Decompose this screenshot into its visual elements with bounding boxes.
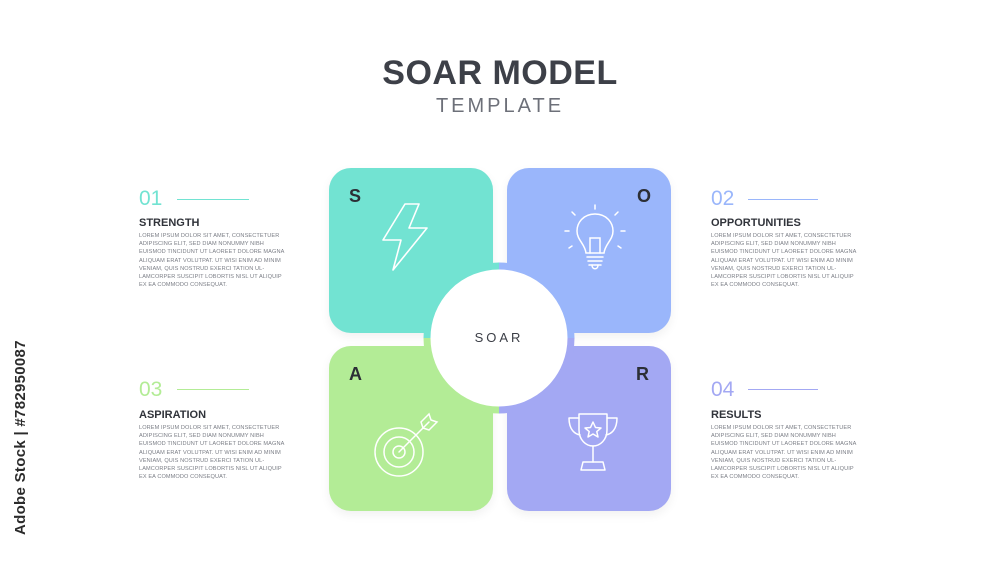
page-title: SOAR MODEL	[382, 54, 618, 92]
quadrant-strength: S	[329, 168, 493, 333]
block-number-opportunities: 02	[711, 187, 735, 210]
divider-line	[177, 199, 249, 200]
quadrant-letter: S	[349, 186, 362, 206]
block-title-results: RESULTS	[711, 409, 762, 421]
center-label: SOAR	[474, 330, 524, 345]
block-text-opportunities: LOREM IPSUM DOLOR SIT AMET, CONSECTETUER…	[711, 233, 857, 289]
divider-line	[748, 389, 818, 390]
block-title-strength: STRENGTH	[139, 217, 200, 229]
stock-watermark-label: Adobe Stock | #782950087	[12, 340, 29, 536]
block-number-strength: 01	[139, 187, 163, 210]
divider-line	[177, 389, 249, 390]
trophy-icon	[568, 413, 618, 471]
quadrant-letter: A	[349, 364, 362, 384]
block-number-aspiration: 03	[139, 378, 163, 401]
quadrant-letter: O	[636, 186, 651, 206]
lightning-icon	[382, 203, 428, 271]
block-number-results: 04	[711, 378, 735, 401]
light-bulb-icon	[564, 204, 626, 270]
divider-line	[748, 199, 818, 200]
block-text-results: LOREM IPSUM DOLOR SIT AMET, CONSECTETUER…	[711, 425, 857, 481]
page-subtitle: TEMPLATE	[435, 95, 565, 117]
center-circle	[423, 262, 575, 414]
block-title-opportunities: OPPORTUNITIES	[711, 217, 801, 229]
block-text-aspiration: LOREM IPSUM DOLOR SIT AMET, CONSECTETUER…	[139, 425, 285, 481]
block-text-strength: LOREM IPSUM DOLOR SIT AMET, CONSECTETUER…	[139, 233, 285, 289]
block-title-aspiration: ASPIRATION	[139, 409, 207, 421]
quadrant-letter: R	[636, 364, 649, 384]
target-arrow-icon	[374, 412, 439, 477]
